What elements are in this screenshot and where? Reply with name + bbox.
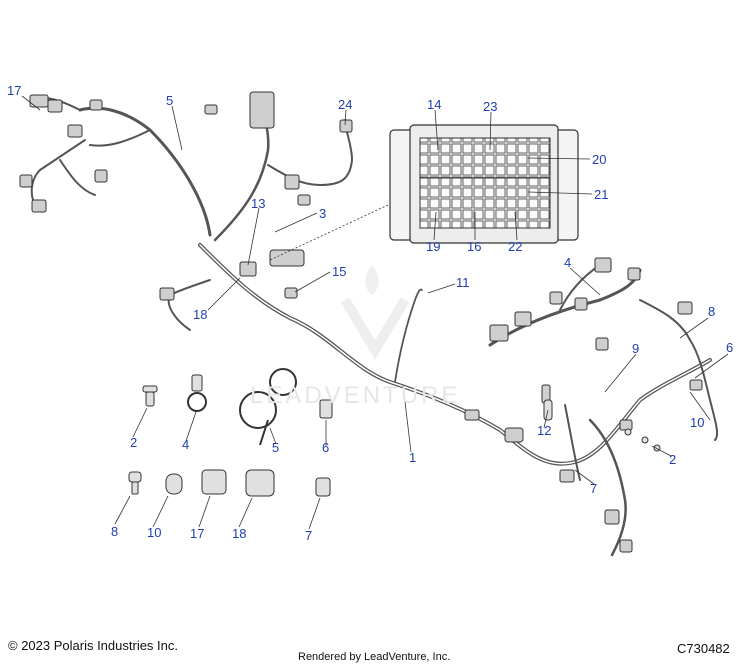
callout-20: 20 (592, 152, 607, 167)
callout-10: 10 (690, 415, 705, 430)
callout-9: 9 (632, 341, 640, 356)
watermark-logo (340, 265, 410, 360)
callout-5: 5 (166, 93, 174, 108)
fuse-box (389, 124, 579, 244)
callout-4: 4 (564, 255, 572, 270)
callout-24: 24 (338, 97, 353, 112)
callout-21: 21 (594, 187, 609, 202)
harness-connectors (19, 91, 703, 553)
callout-7: 7 (305, 528, 313, 543)
main-harness (30, 93, 719, 557)
callout-22: 22 (508, 239, 523, 254)
callout-3: 3 (319, 206, 327, 221)
callout-16: 16 (467, 239, 482, 254)
callout-11: 11 (456, 275, 470, 290)
callout-7: 7 (590, 481, 598, 496)
callout-5: 5 (272, 440, 280, 455)
callout-2: 2 (130, 435, 138, 450)
small-parts (128, 368, 661, 497)
callout-14: 14 (427, 97, 442, 112)
callout-leaders (21, 95, 729, 530)
callout-8: 8 (708, 304, 716, 319)
callout-19: 19 (426, 239, 441, 254)
diagram-id: C730482 (677, 641, 730, 656)
copyright-text: © 2023 Polaris Industries Inc. (8, 638, 178, 653)
callout-13: 13 (251, 196, 266, 211)
callout-2: 2 (669, 452, 677, 467)
callout-4: 4 (182, 437, 190, 452)
callout-18: 18 (232, 526, 247, 541)
rendered-by-text: Rendered by LeadVenture, Inc. (298, 651, 451, 663)
callout-6: 6 (322, 440, 330, 455)
callout-6: 6 (726, 340, 734, 355)
callout-17: 17 (7, 83, 22, 98)
fuse-box-leader (269, 204, 389, 261)
watermark-text: LEADVENTURE (250, 382, 461, 409)
callout-10: 10 (147, 525, 162, 540)
callout-8: 8 (111, 524, 119, 539)
callout-18: 18 (193, 307, 208, 322)
callout-1: 1 (409, 450, 417, 465)
callout-17: 17 (190, 526, 205, 541)
callout-12: 12 (537, 423, 552, 438)
callout-23: 23 (483, 99, 498, 114)
callout-15: 15 (332, 264, 347, 279)
